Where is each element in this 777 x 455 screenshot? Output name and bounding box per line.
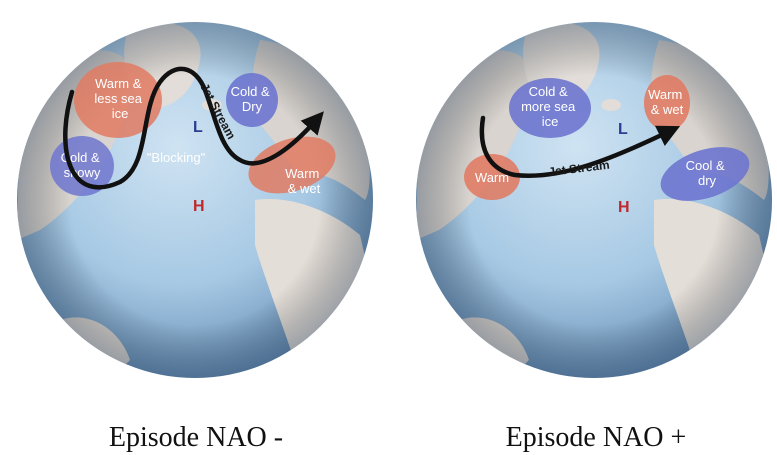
region-blob-warm-wet [644,75,690,131]
region-label-warm-wet: Warm & wet [285,166,323,196]
region-blob-cool-dry [660,147,750,201]
region-blob-warm [464,154,520,200]
globe-nao-positive: Cold & more sea ice Warm & wet Warm Cool… [416,22,772,378]
high-pressure-marker: H [618,199,630,216]
region-blob-warm-wet [248,136,336,194]
region-label-warm: Warm [475,170,509,185]
jet-stream-arrow [63,66,324,190]
caption-nao-positive: Episode NAO + [506,422,687,453]
region-label-cold-more-sea-ice: Cold & more sea ice [521,84,579,129]
globe-nao-negative: Warm & less sea ice Cold & Dry Cold & sn… [17,22,373,378]
region-blob-cold-more-sea-ice [509,78,591,138]
region-label-warm-less-sea-ice: Warm & less sea ice [94,76,145,121]
region-label-cold-dry: Cold & Dry [231,84,274,114]
low-pressure-marker: L [618,121,628,138]
region-blob-cold-dry [226,73,278,127]
blocking-label: "Blocking" [147,150,206,165]
globe-shading [416,22,772,378]
jet-stream-arrow [479,115,681,178]
region-blob-warm-less-sea-ice [74,62,162,138]
region-label-warm-wet: Warm & wet [648,87,686,117]
low-pressure-marker: L [193,119,203,136]
high-pressure-marker: H [193,198,205,215]
caption-nao-negative: Episode NAO - [109,422,283,453]
region-label-cool-dry: Cool & dry [686,158,729,188]
